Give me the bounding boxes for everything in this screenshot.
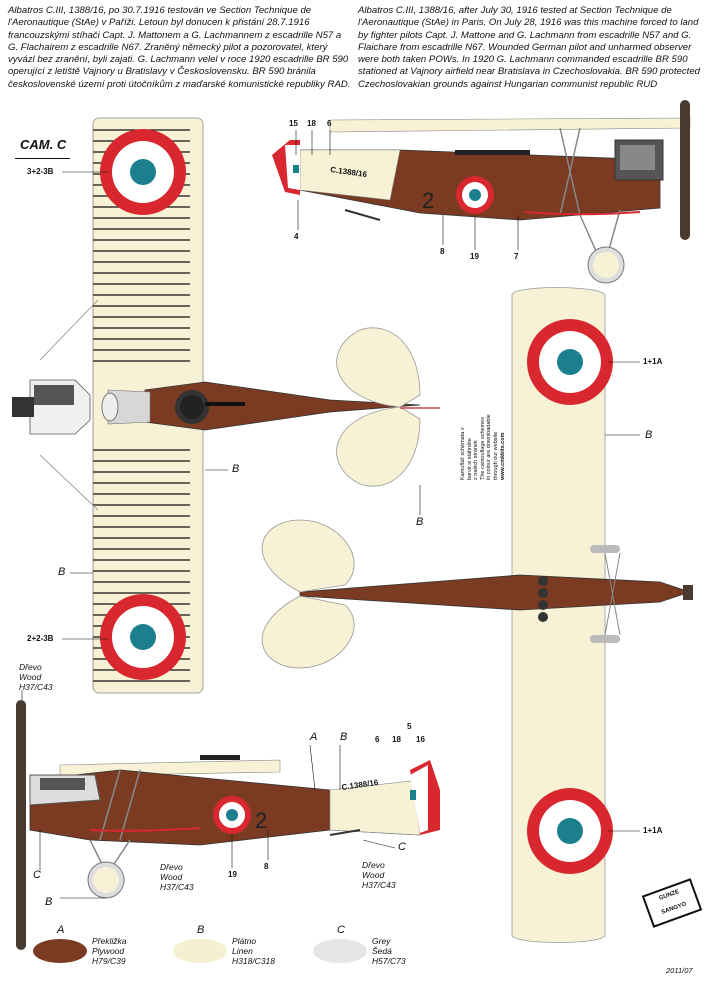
callout-4: 4 [294, 232, 299, 241]
legend-letter-b: B [197, 924, 205, 936]
callout-6: 6 [327, 119, 332, 128]
callout-lower-6: 6 [375, 735, 380, 744]
description-czech: Albatros C.III, 1388/16, po 30.7.1916 te… [8, 5, 351, 90]
letter-b-5: B [340, 731, 348, 743]
year-label: 2011/07 [666, 966, 693, 975]
callout-top-left-wing: 3+2-3B [27, 167, 54, 176]
letter-b-1: B [232, 463, 240, 475]
legend-letter-a: A [57, 924, 65, 936]
callout-19: 19 [470, 252, 479, 261]
callout-lower-16: 16 [416, 735, 425, 744]
cam-underline [15, 158, 70, 159]
leader-lines [21, 130, 640, 899]
letter-b-6: B [45, 896, 53, 908]
letter-b-2: B [58, 566, 66, 578]
cam-label: CAM. C [20, 137, 67, 152]
letter-c-1: C [398, 841, 406, 853]
callout-lower-5: 5 [407, 722, 412, 731]
callout-8: 8 [440, 247, 445, 256]
callout-15: 15 [289, 119, 298, 128]
callout-lower-19: 19 [228, 870, 237, 879]
letter-a-1: A [310, 731, 318, 743]
top-view-fuselage [12, 299, 440, 511]
callout-right-wing-bottom: 1+1A [643, 826, 663, 835]
callout-7: 7 [514, 252, 519, 261]
plan-view-right [261, 287, 693, 943]
callout-18: 18 [307, 119, 316, 128]
description-english: Albatros C.III, 1388/16, after July 30, … [358, 5, 701, 90]
callout-right-wing-top: 1+1A [643, 357, 663, 366]
callout-lower-18: 18 [392, 735, 401, 744]
callout-bottom-left-wing: 2+2-3B [27, 634, 54, 643]
letter-c-2: C [33, 869, 41, 881]
fuselage-number-upper: 2 [422, 188, 434, 213]
side-view-upper [272, 100, 691, 284]
side-view-lower [16, 700, 440, 950]
fuselage-number-lower: 2 [255, 808, 267, 833]
callout-lower-8: 8 [264, 862, 269, 871]
legend-letter-c: C [337, 924, 345, 936]
letter-b-3: B [645, 429, 653, 441]
letter-b-4: B [416, 516, 424, 528]
